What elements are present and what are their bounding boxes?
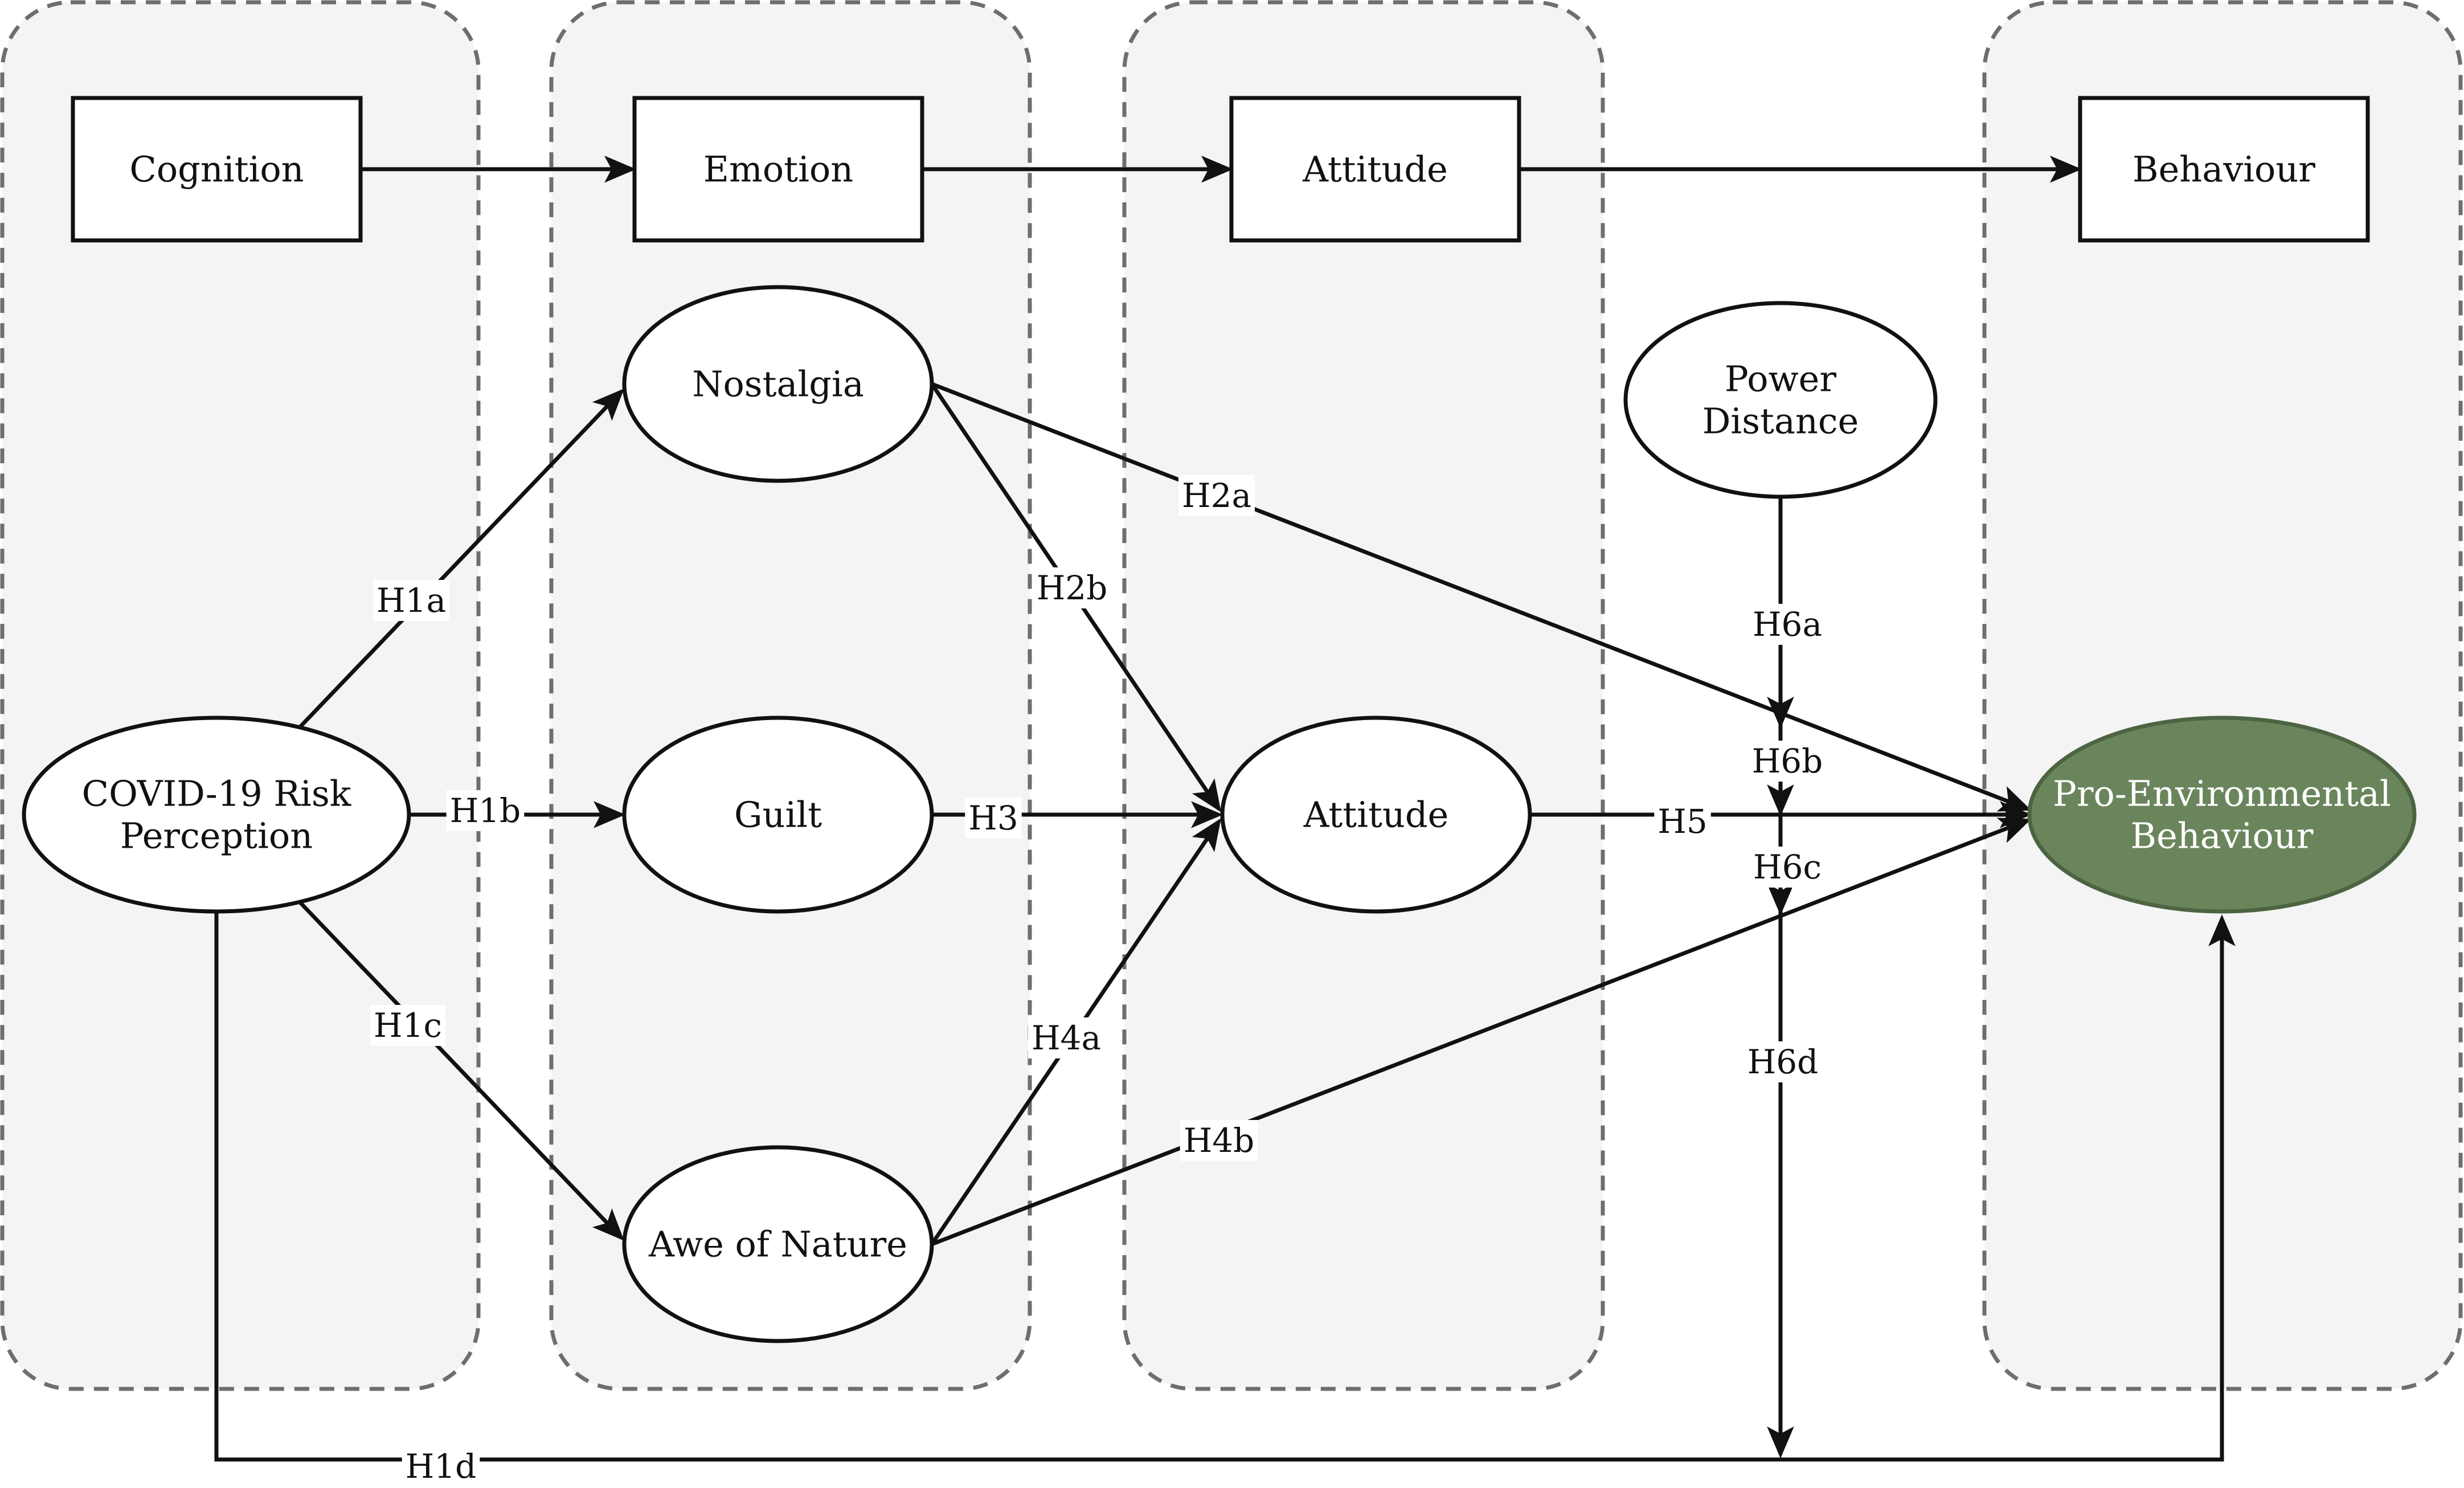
label-h1b-backdrop — [446, 790, 525, 831]
label-h2b-backdrop — [1033, 567, 1111, 608]
node-power-distance-label-line-1: Power — [1725, 358, 1836, 400]
label-h2a-backdrop — [1178, 475, 1255, 516]
label-h1c-backdrop — [370, 1005, 445, 1046]
label-h3: H3 — [965, 798, 1022, 839]
label-h4b: H4b — [1180, 1120, 1258, 1161]
node-pro-environmental-behaviour-label-line-1: Pro-Environmental — [2053, 773, 2391, 815]
stage-box-behaviour: Behaviour — [2078, 96, 2370, 243]
label-h1a: H1a — [373, 580, 450, 621]
stage-box-attitude-frame — [1229, 96, 1521, 243]
label-h1a-text: H1a — [376, 581, 446, 620]
h1d-arrow — [214, 911, 2236, 1462]
label-h1c: H1c — [370, 1005, 445, 1046]
node-pro-environmental-behaviour-shape — [2027, 716, 2417, 914]
label-h6a-text: H6a — [1753, 605, 1822, 644]
h2a-arrow — [931, 382, 2032, 812]
node-awe-of-nature-label-line-1: Awe of Nature — [648, 1224, 907, 1265]
stage-box-cognition-frame — [71, 96, 363, 243]
label-h1d-backdrop — [402, 1446, 480, 1487]
panel-behaviour — [1982, 0, 2463, 1391]
node-risk-perception-label-line-1: COVID-19 Risk — [82, 773, 351, 815]
label-h6c-backdrop — [1750, 847, 1825, 888]
label-h4a-backdrop — [1028, 1017, 1105, 1058]
label-h1d-text: H1d — [406, 1447, 477, 1486]
label-h4b-backdrop — [1180, 1120, 1258, 1161]
label-h3-backdrop — [965, 798, 1022, 839]
stage-label-cognition: Cognition — [129, 149, 304, 190]
node-guilt-shape — [622, 716, 934, 914]
node-power-distance-label-line-2: Distance — [1702, 400, 1859, 442]
label-h5-text: H5 — [1657, 802, 1707, 841]
node-awe-of-nature-shape — [622, 1145, 934, 1343]
stage-box-emotion-frame — [632, 96, 924, 243]
node-power-distance-shape — [1623, 301, 1938, 499]
label-h2a-text: H2a — [1182, 476, 1251, 515]
label-h1a-backdrop — [373, 580, 450, 621]
node-nostalgia-label-line-1: Nostalgia — [692, 363, 864, 405]
stage-label-behaviour: Behaviour — [2133, 149, 2315, 190]
node-attitude: Attitude — [1220, 716, 1532, 914]
node-attitude-label-line-1: Attitude — [1303, 794, 1449, 836]
label-h1c-text: H1c — [374, 1006, 442, 1045]
label-h5: H5 — [1654, 801, 1711, 842]
label-h6d-backdrop — [1743, 1041, 1822, 1082]
node-awe-of-nature: Awe of Nature — [622, 1145, 934, 1343]
label-h4a: H4a — [1028, 1017, 1105, 1058]
label-h6c: H6c — [1750, 847, 1825, 888]
stage-box-behaviour-frame — [2078, 96, 2370, 243]
label-h6a: H6a — [1749, 604, 1826, 645]
node-nostalgia: Nostalgia — [622, 285, 934, 483]
label-h2b-text: H2b — [1037, 569, 1108, 607]
label-h4b-text: H4b — [1184, 1121, 1255, 1160]
label-h6b-text: H6b — [1752, 742, 1823, 780]
stage-box-cognition: Cognition — [71, 96, 363, 243]
label-h5-backdrop — [1654, 801, 1711, 842]
node-risk-perception-label-line-2: Perception — [120, 815, 313, 857]
h1a-arrow — [296, 388, 624, 731]
node-nostalgia-shape — [622, 285, 934, 483]
stage-label-emotion: Emotion — [703, 149, 853, 190]
label-h1b-text: H1b — [450, 791, 521, 830]
label-h6d-text: H6d — [1747, 1043, 1819, 1081]
node-guilt: Guilt — [622, 716, 934, 914]
label-h1b: H1b — [446, 790, 525, 831]
node-guilt-label-line-1: Guilt — [734, 794, 822, 836]
h4b-arrow — [931, 817, 2032, 1246]
node-attitude-shape — [1220, 716, 1532, 914]
panel-cognition — [0, 0, 481, 1391]
stage-box-emotion: Emotion — [632, 96, 924, 243]
label-h6b: H6b — [1748, 741, 1827, 782]
label-h4a-text: H4a — [1032, 1019, 1101, 1057]
stage-label-attitude: Attitude — [1302, 149, 1448, 190]
label-h1d: H1d — [402, 1446, 480, 1487]
label-h6a-backdrop — [1749, 604, 1826, 645]
label-h6c-text: H6c — [1753, 848, 1822, 886]
node-pro-environmental-behaviour-label-line-2: Behaviour — [2131, 815, 2314, 857]
h1c-arrow — [296, 898, 624, 1241]
label-h2b: H2b — [1033, 567, 1111, 608]
label-h2a: H2a — [1178, 475, 1255, 516]
stage-box-attitude: Attitude — [1229, 96, 1521, 243]
label-h6d: H6d — [1743, 1041, 1822, 1082]
label-h6b-backdrop — [1748, 741, 1827, 782]
label-h3-text: H3 — [968, 799, 1018, 837]
node-risk-perception-shape — [22, 716, 411, 914]
panel-attitude — [1122, 0, 1605, 1391]
